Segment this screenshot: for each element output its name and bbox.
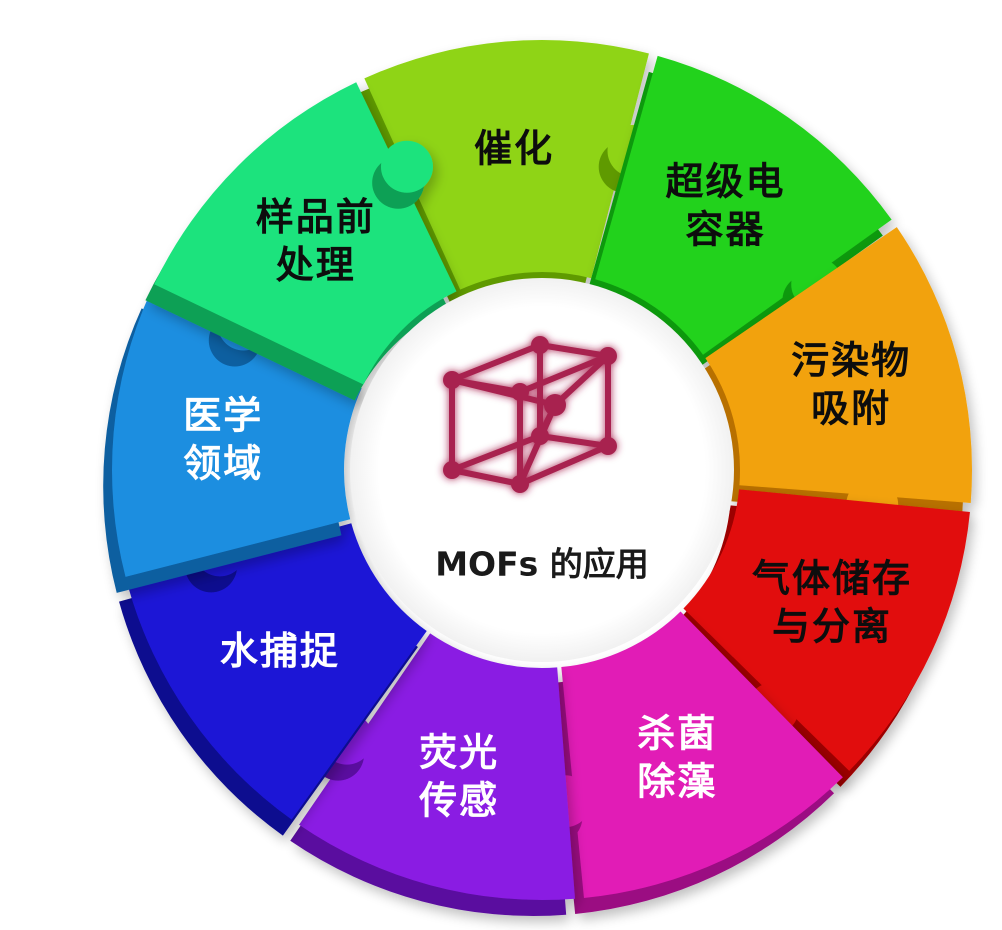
lattice-edge — [449, 377, 558, 408]
lattice-edge — [552, 353, 611, 408]
lattice-edge — [517, 443, 611, 487]
segment-face — [364, 40, 649, 290]
segment-label-line: 污染物 — [791, 339, 911, 383]
lattice-edge — [449, 433, 543, 473]
segment-label-line: 医学 — [183, 394, 263, 438]
segment-label-line: 与分离 — [772, 605, 892, 649]
lattice-edge — [537, 342, 611, 359]
lattice-node — [511, 475, 529, 493]
lattice-node — [443, 371, 461, 389]
segment-water-capture: 水捕捉 — [119, 523, 427, 836]
segment-label-line: 杀菌 — [637, 712, 717, 756]
segment-face — [705, 227, 972, 503]
lattice-edge — [449, 342, 543, 383]
lattice-edge — [449, 467, 523, 487]
segment-label-line: 荧光 — [419, 731, 499, 775]
segment-label-line: 气体储存 — [752, 557, 912, 601]
center-title: MOFs 的应用 — [435, 545, 649, 584]
segment-face — [595, 55, 892, 355]
lattice-edge — [517, 353, 611, 395]
segment-label-line: 样品前 — [256, 195, 376, 239]
lattice-node — [531, 336, 549, 354]
lattice-node — [443, 461, 461, 479]
segment-face — [154, 82, 457, 385]
lattice-edge — [537, 433, 611, 449]
lattice-node — [544, 394, 566, 416]
puzzle-knob — [380, 140, 433, 193]
segment-face — [299, 633, 575, 900]
segment-label-line: 水捕捉 — [220, 629, 340, 673]
cube-lattice-icon — [443, 336, 617, 493]
segment-label-line: 吸附 — [811, 387, 891, 431]
segment-label-line: 超级电 — [666, 159, 786, 203]
segment-face — [127, 523, 427, 820]
segment-label-line: 催化 — [474, 127, 554, 171]
lattice-node — [599, 347, 617, 365]
lattice-node — [531, 427, 549, 445]
center-circle — [350, 278, 734, 662]
segment-label-line: 领域 — [183, 442, 263, 486]
lattice-node — [511, 383, 529, 401]
segment-face — [683, 489, 970, 771]
segment-label-line: 容器 — [686, 207, 766, 251]
segment-label-line: 除藻 — [637, 760, 717, 804]
segment-face — [561, 611, 843, 898]
center-hub: MOFs 的应用 — [350, 278, 734, 662]
lattice-node — [599, 437, 617, 455]
segment-label-line: 传感 — [418, 779, 499, 823]
segment-label-line: 处理 — [276, 243, 356, 287]
